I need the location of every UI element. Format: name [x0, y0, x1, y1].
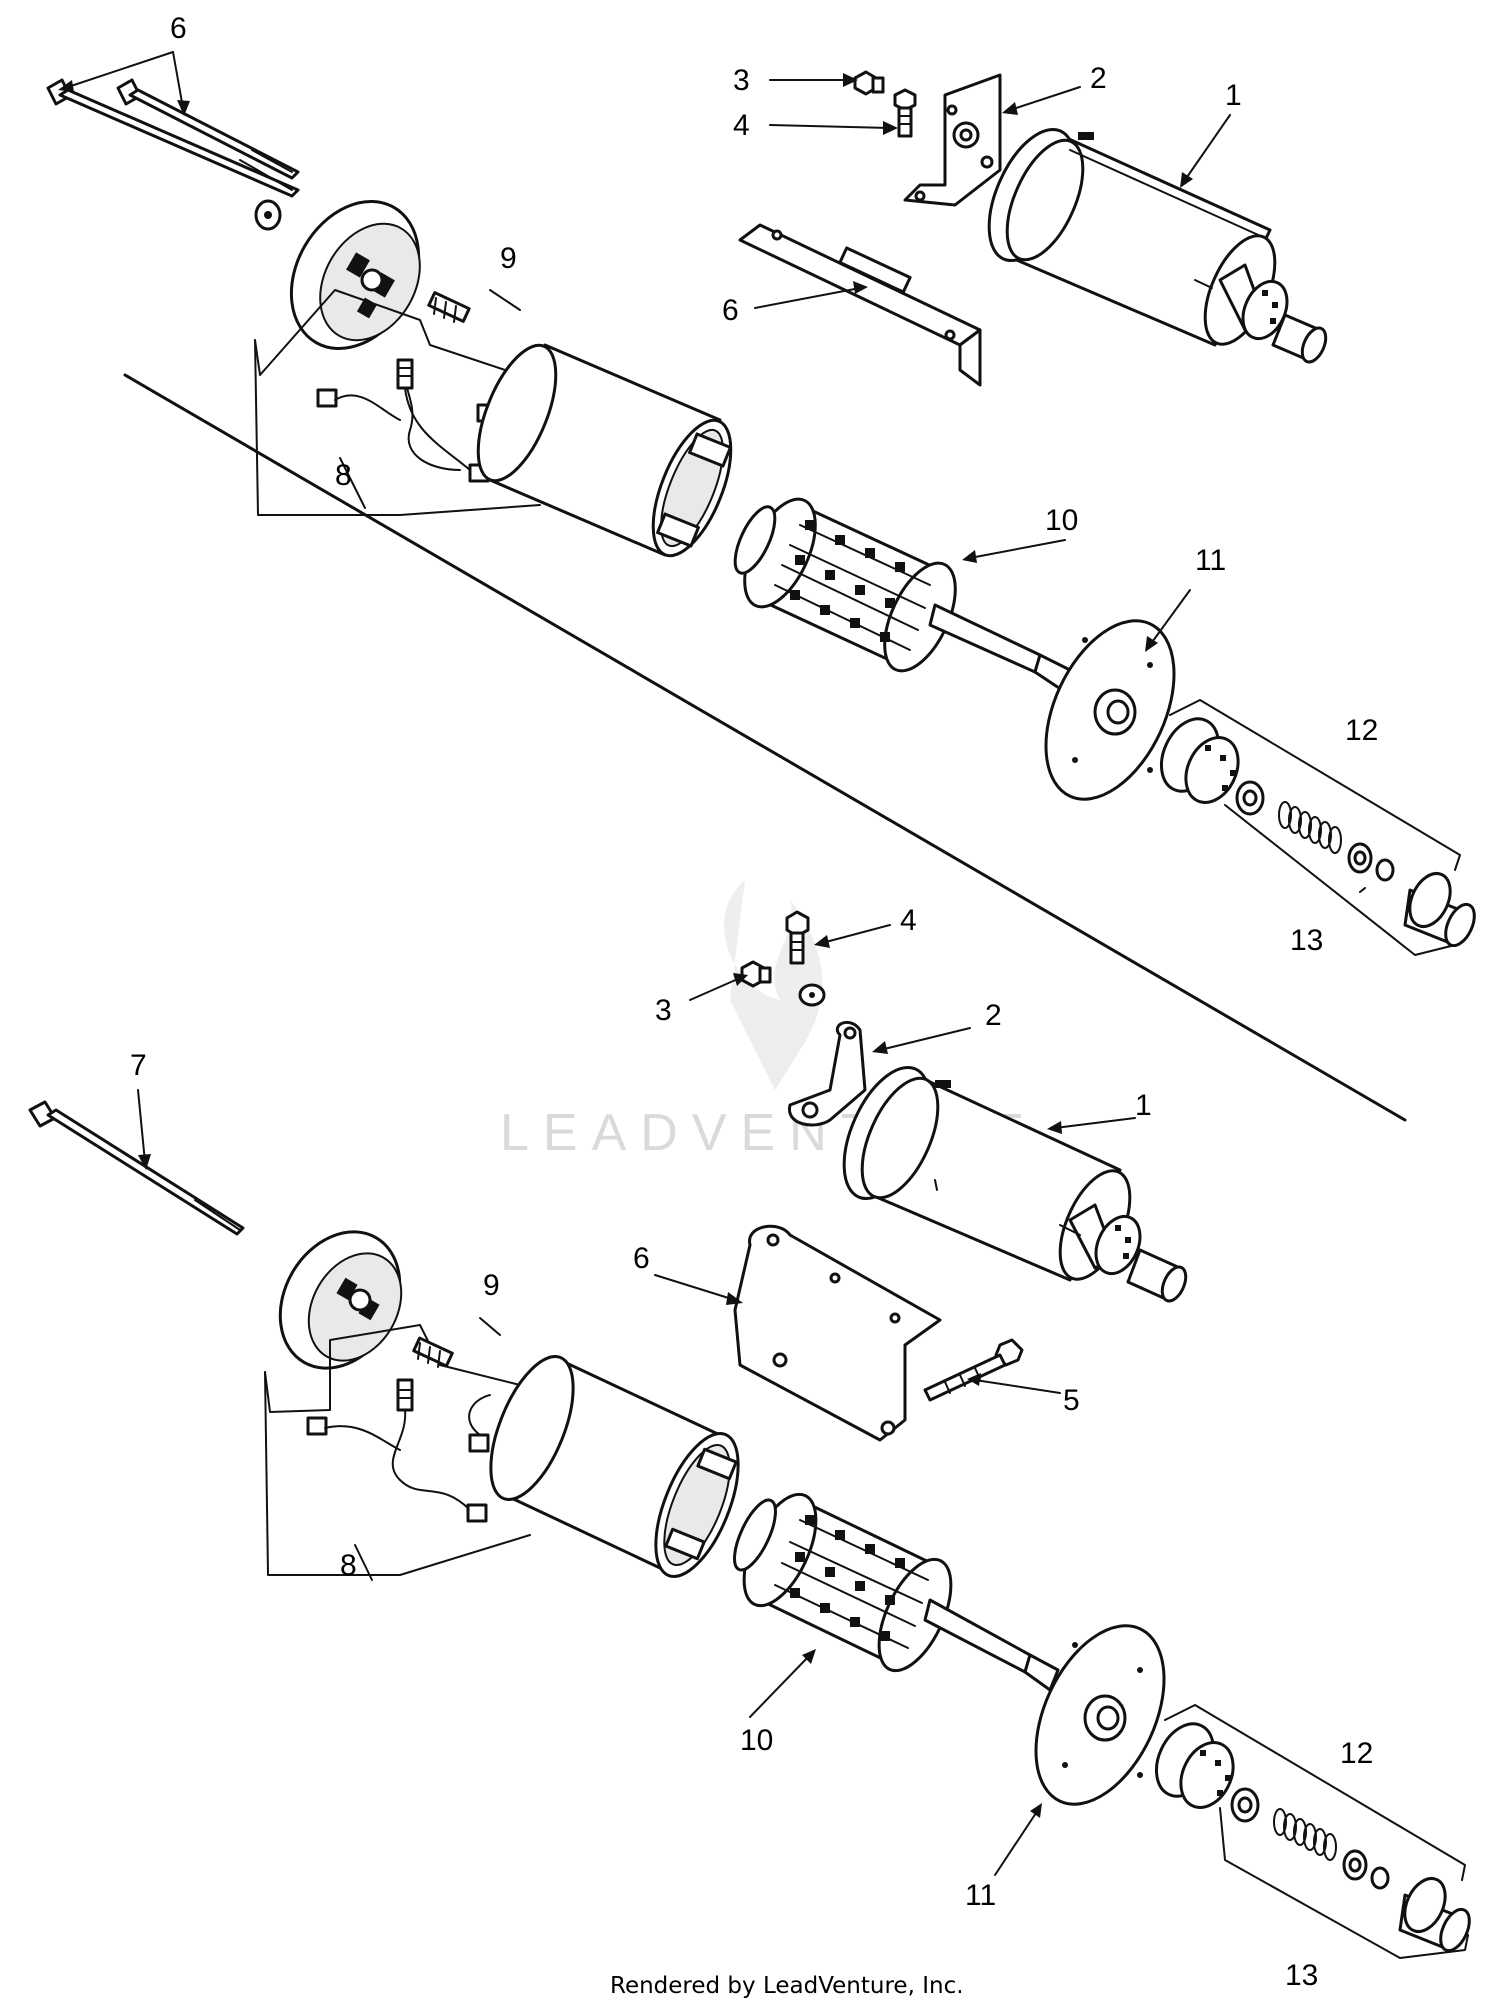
lower-through-bolt [28, 1100, 245, 1236]
credit-text: Rendered by LeadVenture, Inc. [610, 1973, 964, 1999]
lower-label-6: 6 [633, 1242, 650, 1275]
upper-label-11: 11 [1195, 544, 1226, 577]
lower-label-2: 2 [985, 999, 1002, 1032]
lower-end-cap [278, 1230, 403, 1370]
upper-starter-motor [987, 127, 1328, 364]
lower-label-11: 11 [965, 1879, 996, 1912]
lower-label-13: 13 [1285, 1959, 1318, 1992]
upper-label-8: 8 [335, 459, 352, 492]
lower-armature [733, 1492, 1060, 1692]
upper-leader-lines [58, 51, 1231, 652]
upper-bolt [893, 88, 917, 138]
upper-label-3: 3 [733, 64, 750, 97]
lower-label-5: 5 [1063, 1384, 1080, 1417]
lower-bracket [788, 1020, 867, 1127]
upper-label-9: 9 [500, 242, 517, 275]
lower-nut [740, 960, 772, 988]
upper-end-cap [289, 199, 421, 351]
lower-label-3: 3 [655, 994, 672, 1027]
upper-label-2: 2 [1090, 62, 1107, 95]
lower-label-10: 10 [740, 1724, 773, 1757]
upper-label-12: 12 [1345, 714, 1378, 747]
lower-bolt [785, 910, 810, 965]
lower-housing [489, 1355, 740, 1578]
lower-washer [798, 983, 826, 1007]
upper-nut [853, 70, 885, 96]
lower-label-7: 7 [130, 1049, 147, 1082]
upper-label-7: 6 [170, 12, 187, 45]
lower-label-12: 12 [1340, 1737, 1373, 1770]
upper-bracket [903, 73, 1002, 207]
lower-label-9: 9 [483, 1269, 500, 1302]
upper-assembly: 6 3 4 2 1 9 6 8 10 11 12 13 [46, 12, 1476, 957]
upper-end-plate [1044, 619, 1176, 801]
upper-through-bolts [46, 78, 300, 231]
upper-armature [733, 497, 1072, 692]
lower-leader-lines [137, 924, 1136, 1876]
upper-label-10: 10 [1045, 504, 1078, 537]
lower-label-4: 4 [900, 904, 917, 937]
lower-end-plate [1034, 1624, 1166, 1806]
upper-drive-kit [1159, 699, 1476, 956]
lower-bolt-5 [923, 1338, 1024, 1402]
upper-label-6: 6 [722, 294, 739, 327]
lower-assembly: 7 4 3 2 1 6 9 5 8 10 11 12 13 [28, 904, 1471, 1992]
lower-drive-kit [1154, 1704, 1471, 1959]
lower-brush-kit [264, 1324, 531, 1576]
separator-line [123, 373, 1407, 1122]
lower-mounting-bracket [733, 1224, 942, 1442]
upper-housing [476, 343, 733, 558]
upper-label-1: 1 [1225, 79, 1242, 112]
upper-label-4: 4 [733, 109, 750, 142]
lower-label-1: 1 [1135, 1089, 1152, 1122]
lower-label-8: 8 [340, 1549, 357, 1582]
upper-label-13: 13 [1290, 924, 1323, 957]
lower-starter-motor [842, 1065, 1188, 1303]
